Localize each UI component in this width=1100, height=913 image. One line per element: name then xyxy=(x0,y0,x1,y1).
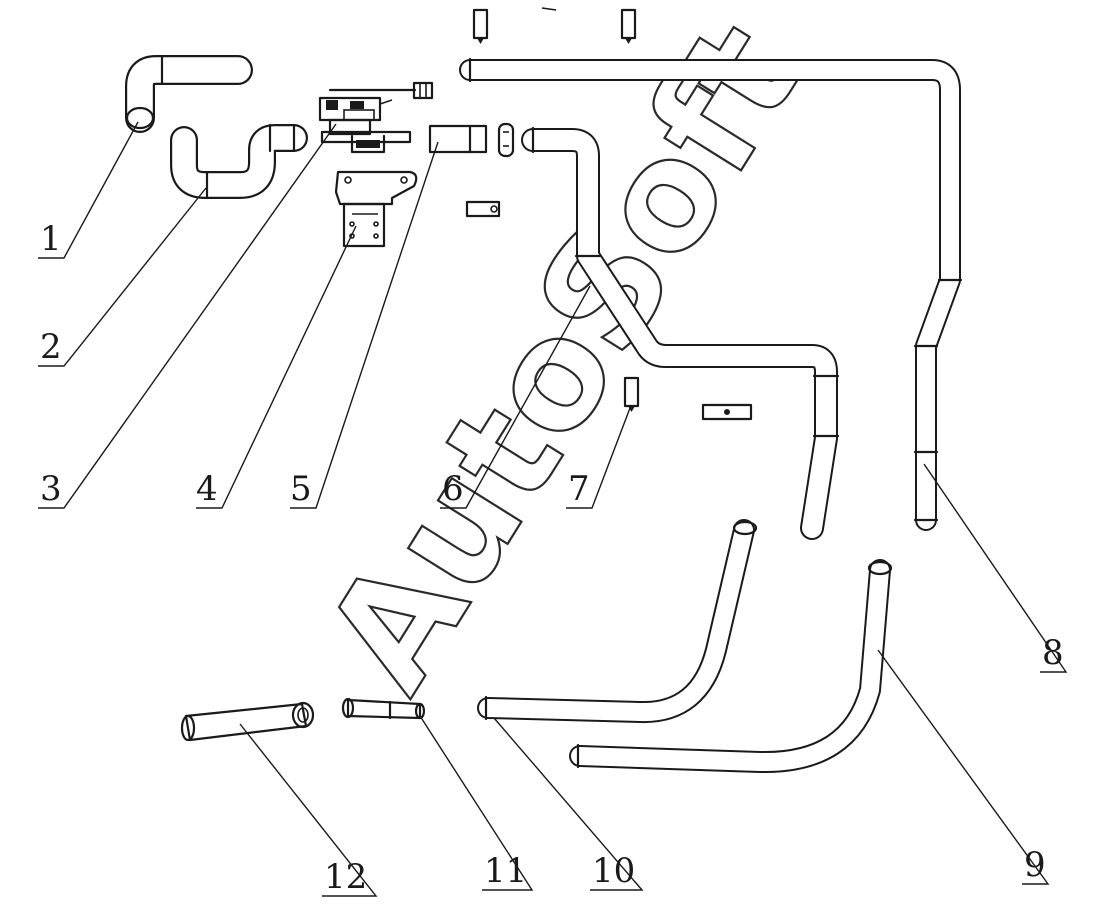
part-9-curved-hose xyxy=(569,559,893,774)
part-5-coupling xyxy=(428,124,488,154)
part-11-reducer-hose xyxy=(341,697,426,720)
part-6-bent-pipe xyxy=(521,126,840,540)
bolt-top-left xyxy=(472,8,489,44)
callout-7: 7 xyxy=(568,469,590,509)
callout-11: 11 xyxy=(484,851,527,891)
part-2-s-hose xyxy=(170,123,308,200)
part-4-bracket xyxy=(334,170,418,248)
hose-clamp-small xyxy=(497,122,515,158)
part-3-valve-assembly xyxy=(318,81,434,154)
bolt-7 xyxy=(623,376,640,412)
callout-2: 2 xyxy=(40,327,62,367)
small-mark xyxy=(541,7,557,11)
leader-lines xyxy=(38,121,1068,897)
part-10-curved-hose xyxy=(477,519,758,724)
part-8-long-pipe xyxy=(459,57,963,531)
callout-12: 12 xyxy=(324,857,367,897)
fitting-small-2 xyxy=(701,403,753,421)
part-12-straight-hose xyxy=(180,701,315,742)
bolt-top-right xyxy=(620,8,637,44)
callout-4: 4 xyxy=(196,469,218,509)
fitting-small-1 xyxy=(465,200,501,218)
callout-6: 6 xyxy=(442,469,464,509)
part-1-elbow-hose xyxy=(125,55,253,133)
callout-1: 1 xyxy=(40,219,62,259)
callout-3: 3 xyxy=(40,469,62,509)
callout-5: 5 xyxy=(290,469,312,509)
callout-8: 8 xyxy=(1042,633,1064,673)
callout-9: 9 xyxy=(1024,845,1046,885)
callout-10: 10 xyxy=(592,851,635,891)
